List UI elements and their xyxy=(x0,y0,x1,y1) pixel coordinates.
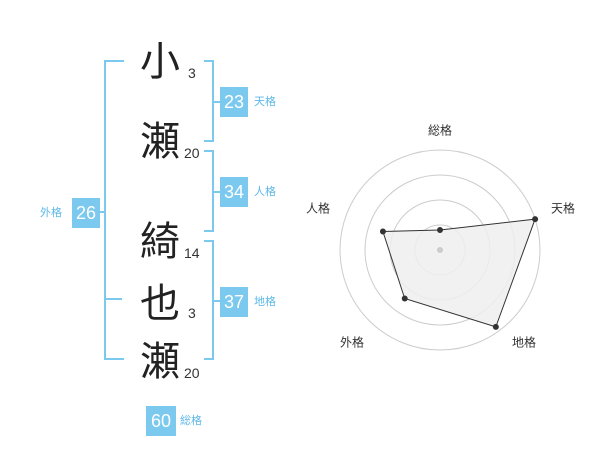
chikaku-label: 地格 xyxy=(254,295,276,308)
radar-point-2 xyxy=(532,216,539,223)
stroke-count-5: 20 xyxy=(184,365,200,381)
soukaku-value: 60 xyxy=(146,406,176,436)
jinkaku-connector xyxy=(214,191,220,193)
radar-axis-label-jinkaku: 人格 xyxy=(305,201,331,216)
radar-axis-label-gaikaku: 外格 xyxy=(339,335,365,350)
chikaku-value: 37 xyxy=(220,287,248,317)
tenkaku-label: 天格 xyxy=(254,95,276,108)
jinkaku-label: 人格 xyxy=(254,185,276,198)
tenkaku-connector xyxy=(214,101,220,103)
name-char-3: 綺 xyxy=(140,219,180,265)
tenkaku-bracket xyxy=(204,60,214,142)
stroke-count-2: 20 xyxy=(184,145,200,161)
stroke-count-1: 3 xyxy=(188,65,196,81)
stroke-count-3: 14 xyxy=(184,245,200,261)
radar-axis-label-chikaku: 地格 xyxy=(511,335,537,350)
name-char-1: 小 xyxy=(140,39,180,85)
radar-center-dot xyxy=(437,247,443,253)
gaikaku-label: 外格 xyxy=(40,206,62,219)
radar-polygon xyxy=(382,218,536,328)
name-char-2: 瀬 xyxy=(140,119,180,165)
radar-point-1 xyxy=(437,227,443,233)
jinkaku-bracket xyxy=(204,150,214,232)
name-char-5: 瀬 xyxy=(140,339,180,385)
tenkaku-value: 23 xyxy=(220,87,248,117)
radar-ring xyxy=(339,149,541,351)
soukaku-label: 総格 xyxy=(180,414,202,427)
gaikaku-value: 26 xyxy=(72,198,100,228)
gaikaku-bracket xyxy=(104,60,124,360)
radar-point-4 xyxy=(401,295,408,302)
bracket-connector xyxy=(98,211,104,213)
bracket-tick xyxy=(104,298,122,300)
radar-point-3 xyxy=(492,323,499,330)
jinkaku-value: 34 xyxy=(220,177,248,207)
chikaku-connector xyxy=(214,300,220,302)
chikaku-bracket xyxy=(204,240,214,360)
stroke-count-4: 3 xyxy=(188,305,196,321)
name-char-4: 也 xyxy=(140,281,180,327)
radar-point-5 xyxy=(379,228,386,235)
radar-axis-label-soukaku: 総格 xyxy=(427,123,453,138)
radar-axis-label-tenkaku: 天格 xyxy=(550,201,576,216)
